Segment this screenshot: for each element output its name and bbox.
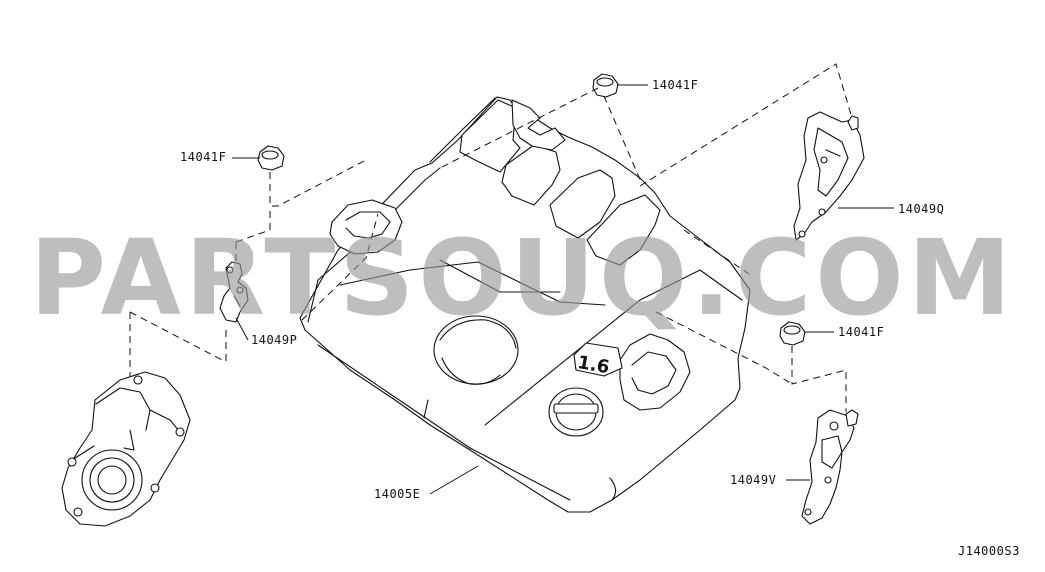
part-label-14041f-left[interactable]: 14041F: [180, 150, 227, 164]
engine-cover: [299, 96, 751, 513]
leader-lines: [232, 84, 894, 495]
part-label-14041f-right[interactable]: 14041F: [838, 325, 885, 339]
part-label-14041f-top[interactable]: 14041F: [652, 78, 699, 92]
part-label-14049p[interactable]: 14049P: [251, 333, 298, 347]
bracket-14049q: [793, 111, 865, 241]
part-label-14005e[interactable]: 14005E: [374, 487, 421, 501]
bracket-14049v: [801, 409, 859, 525]
assembly-lines: [129, 63, 853, 412]
rubber-grommet-left: [257, 145, 285, 171]
rubber-grommet-top: [592, 73, 619, 98]
throttle-body-component: [61, 371, 191, 527]
diagram-code: J14000S3: [958, 544, 1020, 558]
part-label-14049q[interactable]: 14049Q: [898, 202, 945, 216]
bracket-14049p: [219, 261, 249, 323]
rubber-grommet-right: [779, 321, 806, 346]
part-label-14049v[interactable]: 14049V: [730, 473, 777, 487]
